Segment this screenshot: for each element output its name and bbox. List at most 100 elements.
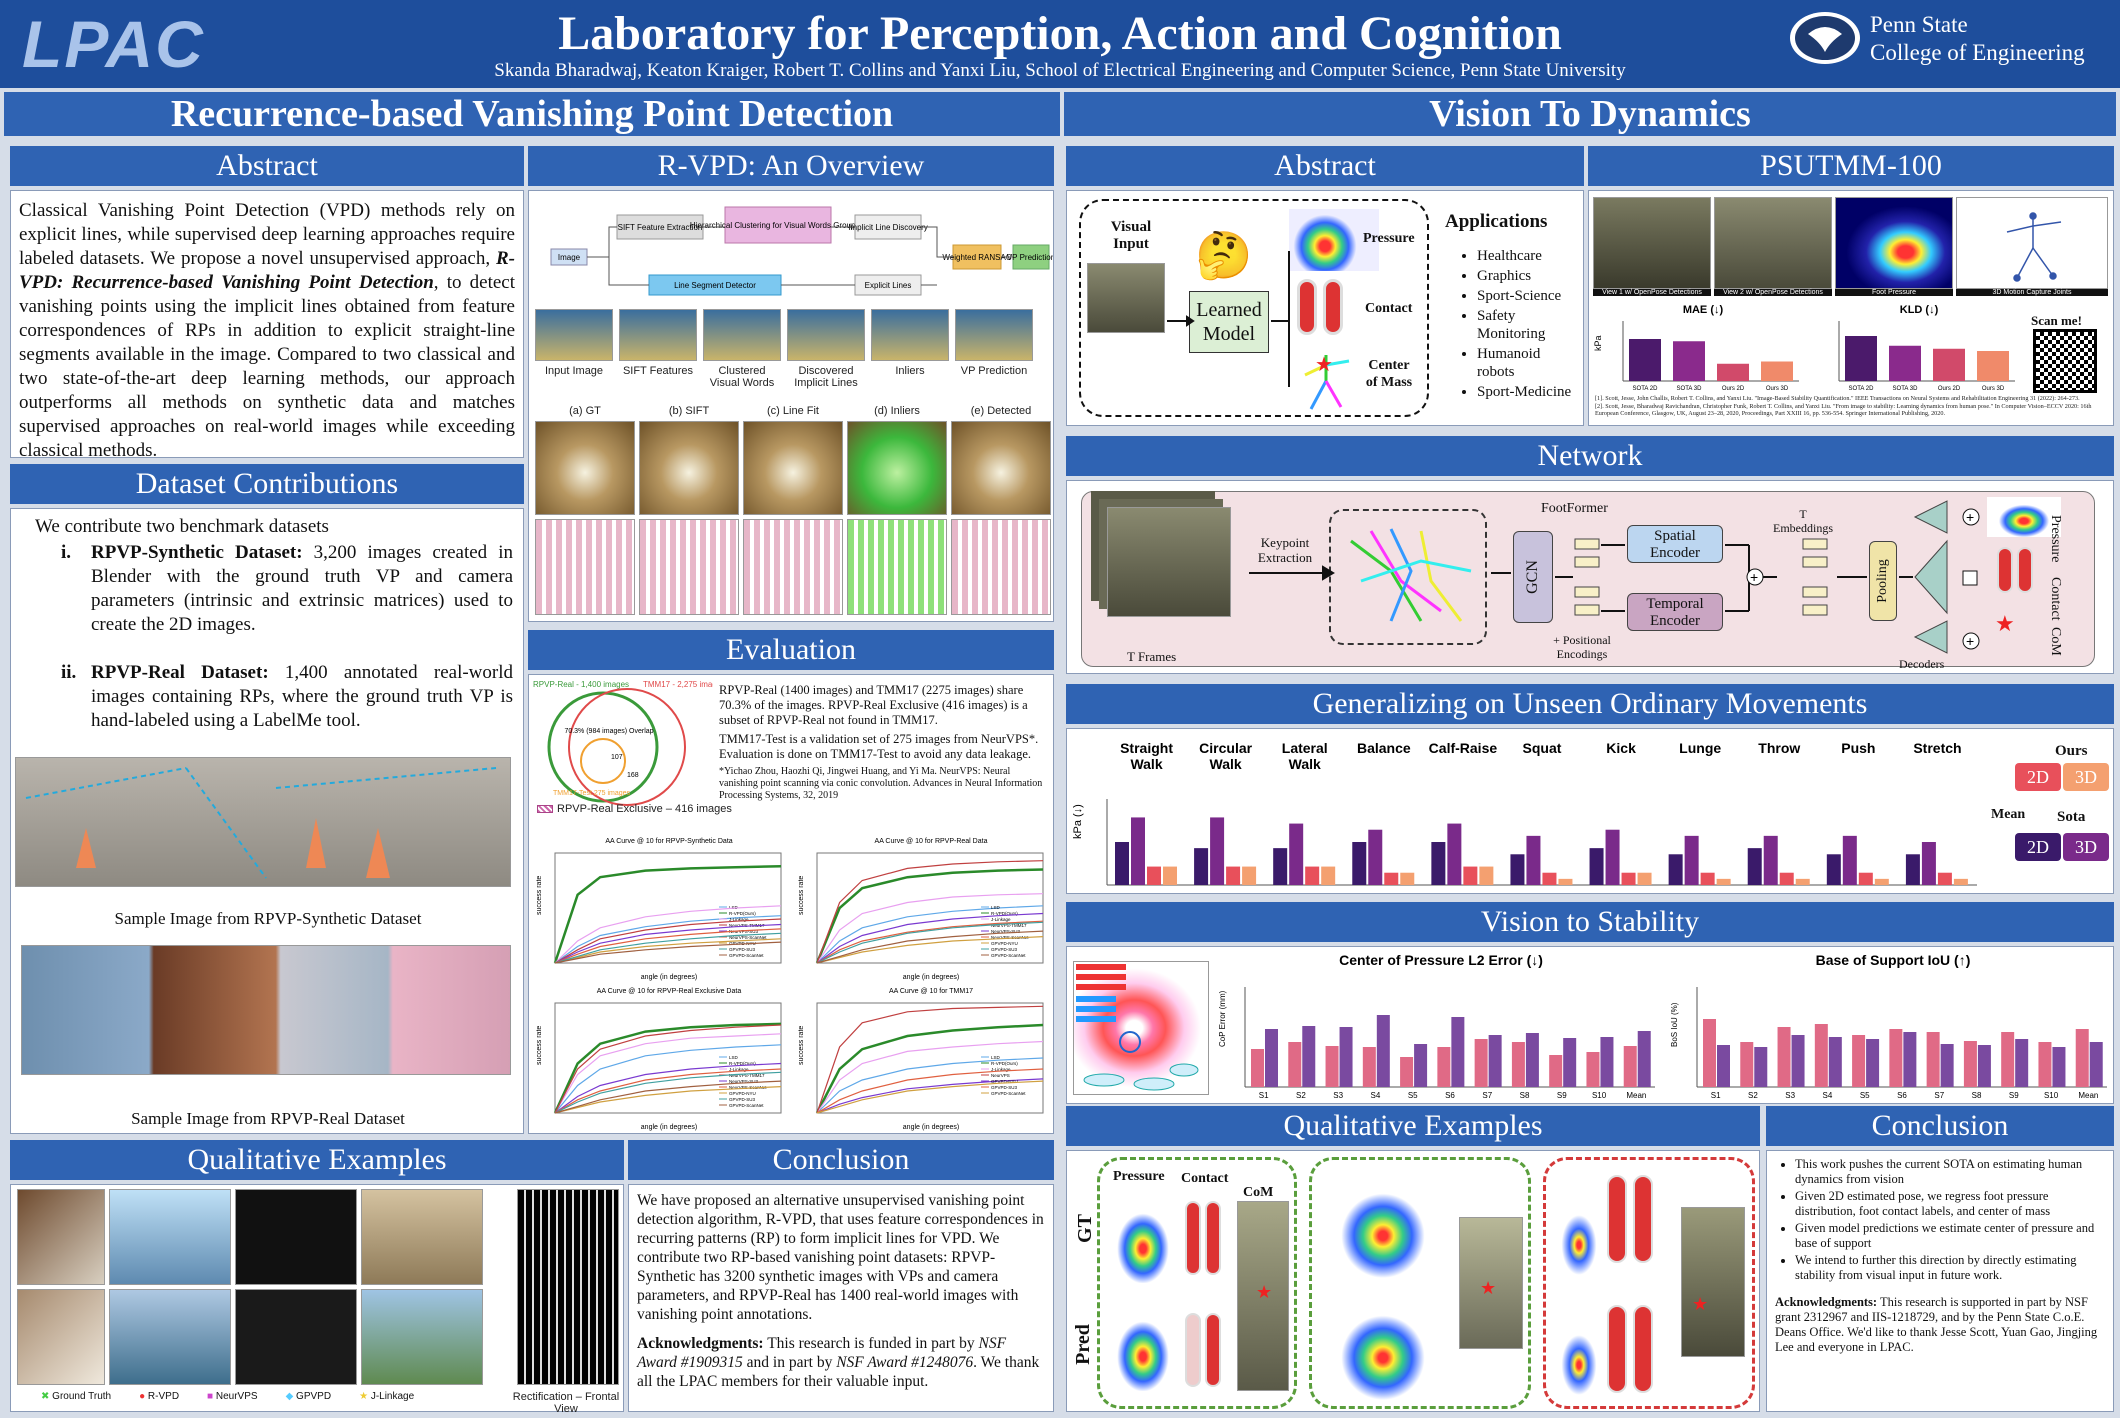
bar [1479,866,1494,885]
legend-x-icon: ✖ [41,1391,50,1402]
venn-label-a: RPVP-Real - 1,400 images [533,680,629,689]
right-abstract-heading: Abstract [1066,146,1584,186]
left-conclusion-panel: We have proposed an alternative unsuperv… [628,1184,1054,1412]
pipeline-step-images [535,309,1033,361]
tick-label: SOTA 3D [1677,386,1703,391]
venn-n1: 107 [611,754,623,761]
venn-overlap: 70.3% (984 images) Overlap [564,728,653,735]
legend-label: GPVPD-ScanNet [991,953,1026,958]
legend-label: GPVPD-SU3 [991,1085,1018,1090]
legend-label: NeurVPS-TMM17 [729,1073,765,1078]
bar [1621,872,1636,885]
bar [1362,1047,1376,1087]
learned-model-box: Learned Model [1189,291,1269,353]
dataset-intro: We contribute two benchmark datasets [35,516,329,537]
qual-pressure-pred-1 [1105,1305,1181,1391]
tick-label: SOTA 3D [1893,386,1919,391]
sota-3d-tag: 3D [2063,833,2109,861]
evaluation-heading: Evaluation [528,630,1054,670]
qual-pressure-pred-2 [1319,1293,1447,1401]
aa-series-line [815,1023,1044,1114]
tick-label: SOTA 2D [1633,386,1659,391]
bar [1511,1042,1525,1087]
visual-input-label: Visual Input [1110,219,1152,252]
svg-text:+: + [1966,633,1974,649]
tick-label: S4 [1371,1091,1381,1100]
right-abstract-panel: Visual Input 🤔 Learned Model ★ Pressure … [1066,190,1584,426]
arcade-results-row [535,421,1051,515]
aa-series-line [554,1024,782,1114]
bar [1325,1046,1339,1087]
aa-chart-title: AA Curve @ 10 for RPVP-Real Exclusive Da… [597,988,742,995]
psu-name: Penn State [1870,12,1968,37]
bar [1210,817,1225,885]
aa-series-line [554,1033,782,1114]
pipeline-node: Implicit Line Discovery [848,223,928,232]
bar [1352,842,1367,885]
venn-label-b: TMM17 - 2,275 images [643,680,713,689]
qual-pressure-pred-3 [1551,1317,1607,1397]
bar [1526,835,1541,885]
aa-chart-title: AA Curve @ 10 for TMM17 [889,988,973,995]
bar [1953,878,1968,885]
bar [1700,872,1715,885]
bar [1684,835,1699,885]
legend-label: GPVPD-SU3 [729,1097,756,1102]
psu-shield-icon [1790,12,1860,64]
bar [1437,1047,1451,1087]
aa-series-line [554,1044,782,1114]
bar-chart-ylabel: kPa [1593,335,1603,351]
bar [1703,1019,1716,1087]
sota-label: Sota [2057,809,2086,825]
decoders-label: Decoders [1899,657,1945,671]
stability-heading: Vision to Stability [1066,902,2114,942]
footformer-label: FootFormer [1541,501,1608,516]
bar [2038,1042,2052,1087]
tick-label: S5 [1860,1091,1870,1100]
movement-label: Walk [1130,756,1162,772]
qual-pressure-gt-3 [1551,1197,1607,1277]
bar [1251,1049,1264,1087]
contact-side-label: Contact [2048,577,2063,621]
temporal-encoder-block: Temporal Encoder [1627,593,1723,631]
legend-label: R-VPD(Ours) [991,911,1018,916]
tick-label: S9 [1557,1091,1567,1100]
eval-text: RPVP-Real (1400 images) and TMM17 (2275 … [719,683,1043,801]
legend-label: NeurVPS-SU3 [729,1079,759,1084]
scan-me-label: Scan me! [2031,313,2082,328]
aa-series-line [554,918,782,964]
aa-chart-xlabel: angle (in degrees) [903,1124,959,1131]
aa-series-line [816,1040,1044,1114]
bar [1717,363,1749,381]
movement-label: Lateral [1282,740,1328,756]
aa-series-line [816,930,1044,964]
right-qualitative-heading: Qualitative Examples [1066,1106,1760,1146]
aa-series-line [816,936,1044,964]
ours-label: Ours [2055,743,2088,759]
pipeline-node: Weighted RANSAC [942,253,1011,262]
right-conclusion-panel: This work pushes the current SOTA on est… [1766,1150,2114,1412]
people-results-row [535,519,1051,615]
com-output-icon: ★ [1995,611,2015,636]
bar [1842,835,1857,885]
legend-label: NeurVPS [991,1073,1010,1078]
qual-contact-pred-1 [1185,1313,1221,1387]
bar [1474,1039,1488,1087]
bar [1600,1037,1614,1087]
legend-label: NeurVPS-SU3 [729,929,759,934]
bar [1273,848,1288,885]
movement-label: Balance [1357,740,1411,756]
aa-series-line [815,868,1044,964]
plot-area [816,1002,1044,1114]
tick-label: S9 [2009,1091,2019,1100]
poster-header: LPAC Laboratory for Perception, Action a… [0,0,2120,88]
bar [1874,878,1889,885]
svg-text:★: ★ [1315,354,1333,376]
pipeline-node: VP Prediction [1007,253,1053,262]
aa-series-line [816,860,1044,964]
bar [1795,878,1810,885]
qual-pressure-gt-2 [1319,1171,1447,1279]
out-com: Center of Mass [1365,358,1413,390]
